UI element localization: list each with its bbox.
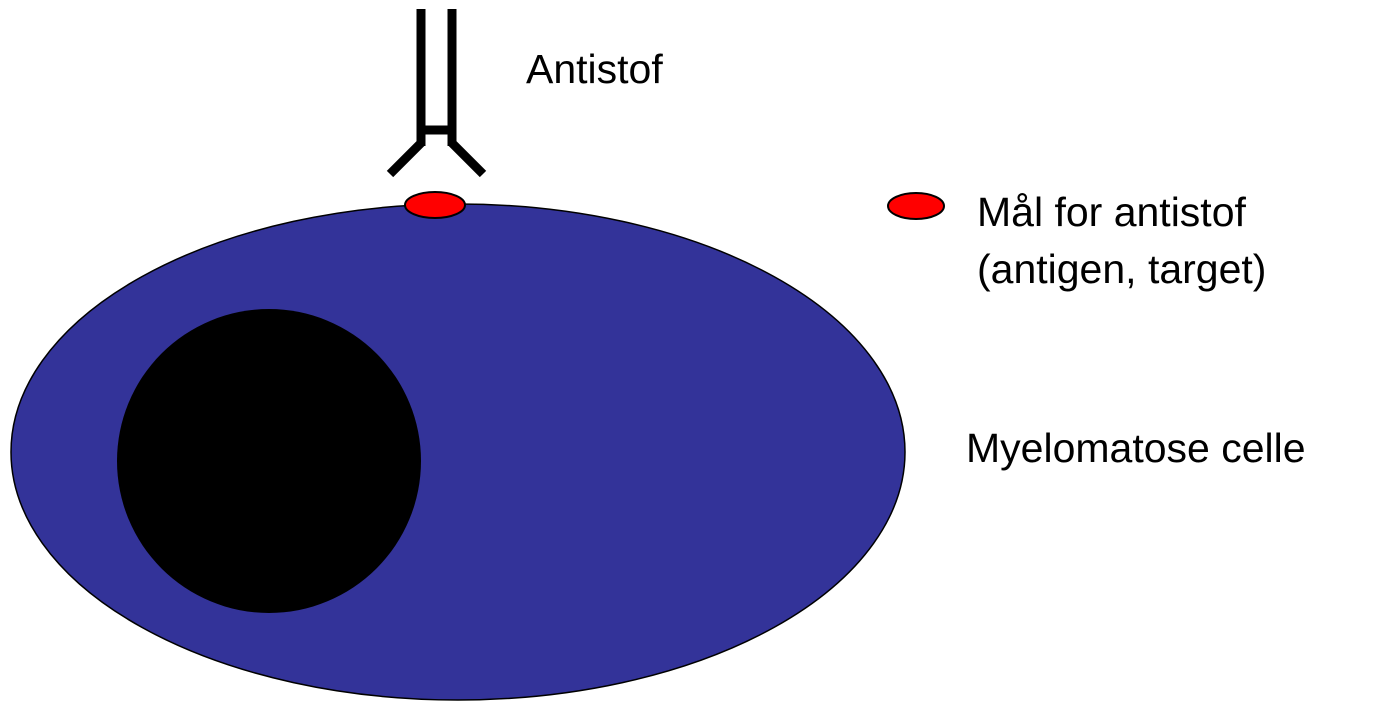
antibody-label: Antistof [526,46,663,94]
legend-antigen-marker [888,193,944,219]
cell-label: Myelomatose celle [966,425,1306,473]
cell-nucleus [117,309,421,613]
legend-target-sublabel: (antigen, target) [977,246,1266,294]
antigen-marker [405,192,465,218]
legend-target-label: Mål for antistof [977,189,1246,237]
antibody-shape [390,9,483,174]
